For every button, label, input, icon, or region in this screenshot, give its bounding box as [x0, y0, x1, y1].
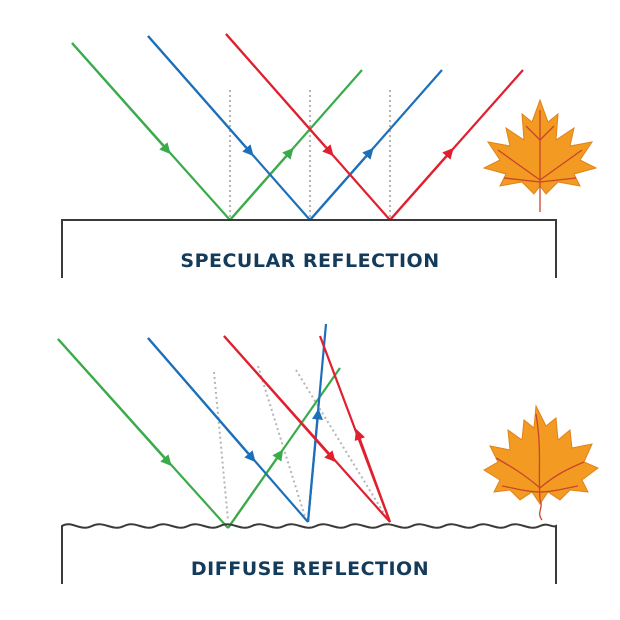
crumpled-maple-leaf-icon: [484, 406, 598, 520]
red-incident-arrow: [224, 336, 332, 458]
green-incident-arrow: [72, 43, 167, 150]
red-incident-arrow: [226, 34, 330, 152]
blue-incident-arrow: [148, 338, 252, 458]
normal-line: [214, 372, 228, 520]
diffuse-reflection-title: DIFFUSE REFLECTION: [0, 558, 620, 580]
normal-line: [258, 366, 306, 520]
maple-leaf-icon: [484, 100, 596, 212]
green-incident-arrow: [58, 339, 168, 462]
specular-reflection-title: SPECULAR REFLECTION: [0, 250, 620, 272]
diffuse-panel: [58, 324, 598, 584]
red-reflected-arrow: [390, 152, 450, 220]
blue-incident-arrow: [148, 36, 250, 152]
specular-panel: [62, 34, 596, 278]
green-reflected-arrow: [228, 454, 280, 528]
